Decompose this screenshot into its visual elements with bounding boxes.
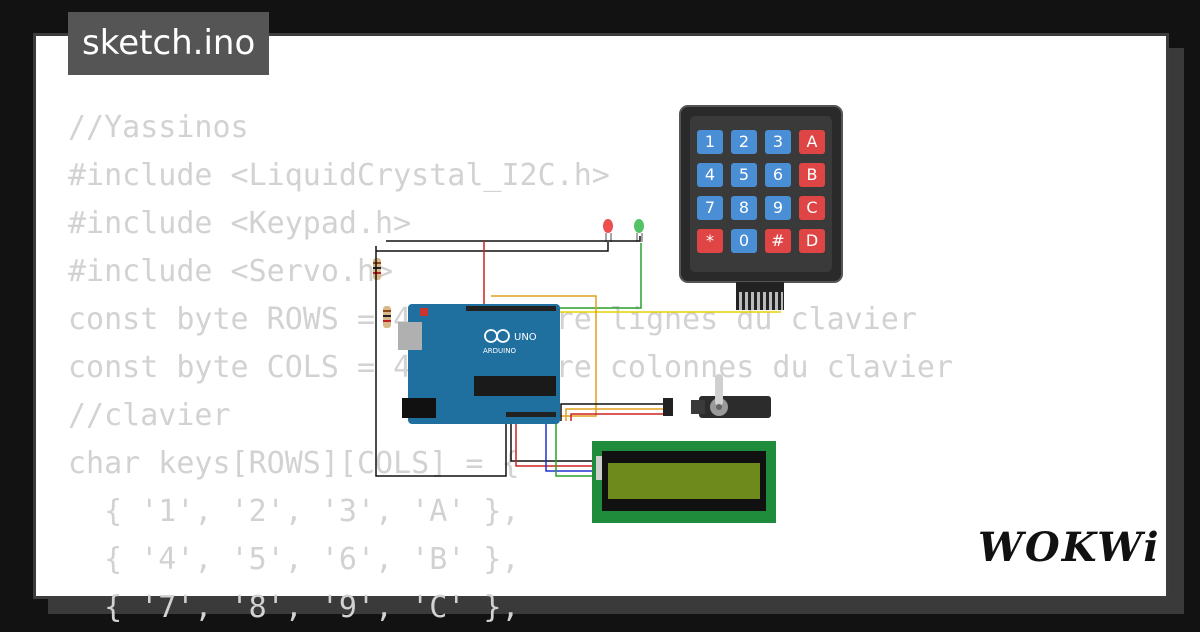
keypad-key-label: 2 xyxy=(739,132,749,151)
arduino-brand: ARDUINO xyxy=(483,347,516,355)
keypad-key-label: 0 xyxy=(739,231,749,250)
wokwi-logo: WOKWi xyxy=(978,524,1161,571)
keypad-key-label: A xyxy=(807,132,818,151)
keypad-key-label: 8 xyxy=(739,198,749,217)
keypad-key-label: 1 xyxy=(705,132,715,151)
keypad-key[interactable] xyxy=(765,130,791,154)
code-line: #include <Servo.h> xyxy=(68,254,394,289)
keypad-key[interactable] xyxy=(731,196,757,220)
file-tab[interactable]: sketch.ino xyxy=(68,12,270,75)
keypad-key[interactable] xyxy=(697,229,723,253)
code-line: #include <LiquidCrystal_I2C.h> xyxy=(68,158,610,193)
keypad-key[interactable] xyxy=(731,163,757,187)
keypad-key-label: B xyxy=(807,165,818,184)
keypad-key[interactable] xyxy=(765,229,791,253)
code-line: { '4', '5', '6', 'B' }, xyxy=(68,542,520,577)
keypad-key-label: 4 xyxy=(705,165,715,184)
code-line: //Yassinos xyxy=(68,110,249,145)
resistor[interactable] xyxy=(373,258,381,280)
keypad-key[interactable] xyxy=(731,130,757,154)
keypad-key-label: 5 xyxy=(739,165,749,184)
keypad-key[interactable] xyxy=(799,229,825,253)
lcd-16x2[interactable] xyxy=(592,441,776,523)
code-line: { '1', '2', '3', 'A' }, xyxy=(68,494,520,529)
keypad-key-label: D xyxy=(806,231,818,250)
keypad-key-label: 3 xyxy=(773,132,783,151)
keypad-key[interactable] xyxy=(697,196,723,220)
code-line: { '7', '8', '9', 'C' }, xyxy=(68,590,520,625)
led-red[interactable] xyxy=(603,219,613,242)
code-line: //clavier xyxy=(68,398,231,433)
keypad-key[interactable] xyxy=(765,163,791,187)
keypad-key-label: # xyxy=(771,231,784,250)
keypad-key-label: * xyxy=(706,231,714,250)
keypad-key[interactable] xyxy=(765,196,791,220)
keypad-key-label: 7 xyxy=(705,198,715,217)
arduino-uno-board[interactable]: ARDUINO UNO xyxy=(398,304,560,424)
led-green[interactable] xyxy=(634,219,644,242)
servo-motor[interactable] xyxy=(663,374,771,418)
resistor[interactable] xyxy=(383,306,391,328)
wires xyxy=(375,236,781,477)
keypad-key[interactable] xyxy=(697,130,723,154)
arduino-model: UNO xyxy=(514,332,537,343)
keypad-4x4[interactable]: 1 2 3 A 4 5 6 B 7 8 9 C * 0 # D xyxy=(679,105,843,310)
keypad-key-label: C xyxy=(806,198,817,217)
circuit-diagram: 1 2 3 A 4 5 6 B 7 8 9 C * 0 # D xyxy=(373,105,843,523)
keypad-key[interactable] xyxy=(799,130,825,154)
code-line: #include <Keypad.h> xyxy=(68,206,412,241)
code-line: char keys[ROWS][COLS] = { xyxy=(68,446,520,481)
keypad-key-label: 6 xyxy=(773,165,783,184)
keypad-key[interactable] xyxy=(799,196,825,220)
keypad-key[interactable] xyxy=(697,163,723,187)
preview-card: //Yassinos #include <LiquidCrystal_I2C.h>… xyxy=(33,33,1169,625)
keypad-key[interactable] xyxy=(799,163,825,187)
keypad-key[interactable] xyxy=(731,229,757,253)
keypad-key-label: 9 xyxy=(773,198,783,217)
